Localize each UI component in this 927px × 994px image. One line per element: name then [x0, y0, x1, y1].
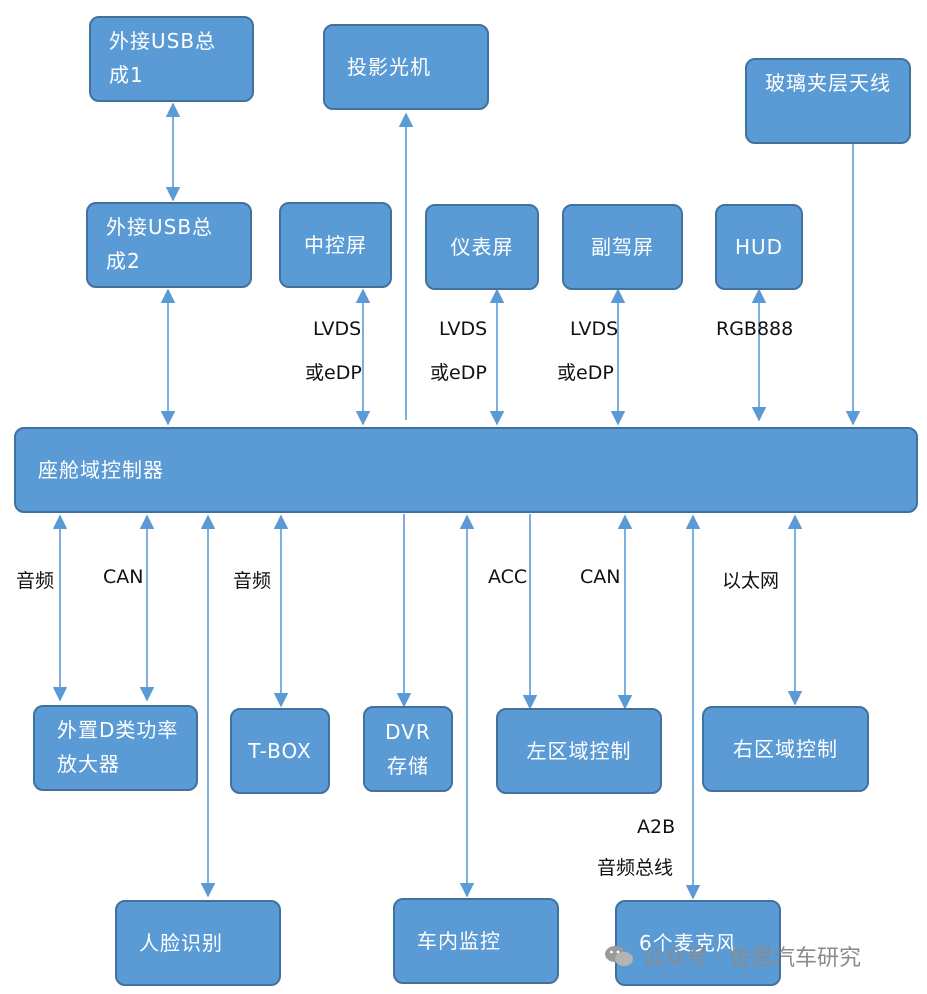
- label-rgb888: RGB888: [716, 318, 794, 340]
- label-edp-3: 或eDP: [557, 362, 614, 384]
- face-id-box: 人脸识别: [115, 900, 281, 986]
- usb2-box: 外接USB总成2: [86, 202, 252, 288]
- label-lvds-2: LVDS: [439, 318, 488, 340]
- label-can-2: CAN: [580, 566, 621, 588]
- label-audio-1: 音频: [16, 570, 55, 592]
- label-audio-2: 音频: [233, 570, 272, 592]
- label-a2b-bus: 音频总线: [597, 857, 674, 879]
- hud-box: HUD: [715, 204, 803, 290]
- domain-controller-box: 座舱域控制器: [14, 427, 918, 513]
- center-screen-box: 中控屏: [279, 202, 392, 288]
- projector-box: 投影光机: [323, 24, 489, 110]
- right-zone-box: 右区域控制: [702, 706, 869, 792]
- cabin-monitor-box: 车内监控: [393, 898, 559, 984]
- mics-box: 6个麦克风: [615, 900, 781, 986]
- label-lvds-3: LVDS: [570, 318, 619, 340]
- label-can-1: CAN: [103, 566, 144, 588]
- label-edp-1: 或eDP: [305, 362, 362, 384]
- wechat-icon: [605, 946, 633, 966]
- tbox-box: T-BOX: [230, 708, 330, 794]
- watermark-text: 公众号 · 佐思汽车研究: [642, 946, 861, 971]
- label-acc: ACC: [488, 566, 528, 588]
- left-zone-box: 左区域控制: [496, 708, 662, 794]
- label-edp-2: 或eDP: [430, 362, 487, 384]
- passenger-screen-box: 副驾屏: [562, 204, 683, 290]
- label-ethernet: 以太网: [722, 570, 780, 592]
- dvr-box: DVR存储: [363, 706, 453, 792]
- cluster-box: 仪表屏: [425, 204, 539, 290]
- amplifier-box: 外置D类功率放大器: [33, 705, 198, 791]
- usb1-box: 外接USB总成1: [89, 16, 254, 102]
- label-lvds-1: LVDS: [313, 318, 362, 340]
- glass-antenna-box: 玻璃夹层天线: [745, 58, 911, 144]
- label-a2b: A2B: [637, 816, 676, 838]
- watermark: 公众号 · 佐思汽车研究: [604, 940, 861, 972]
